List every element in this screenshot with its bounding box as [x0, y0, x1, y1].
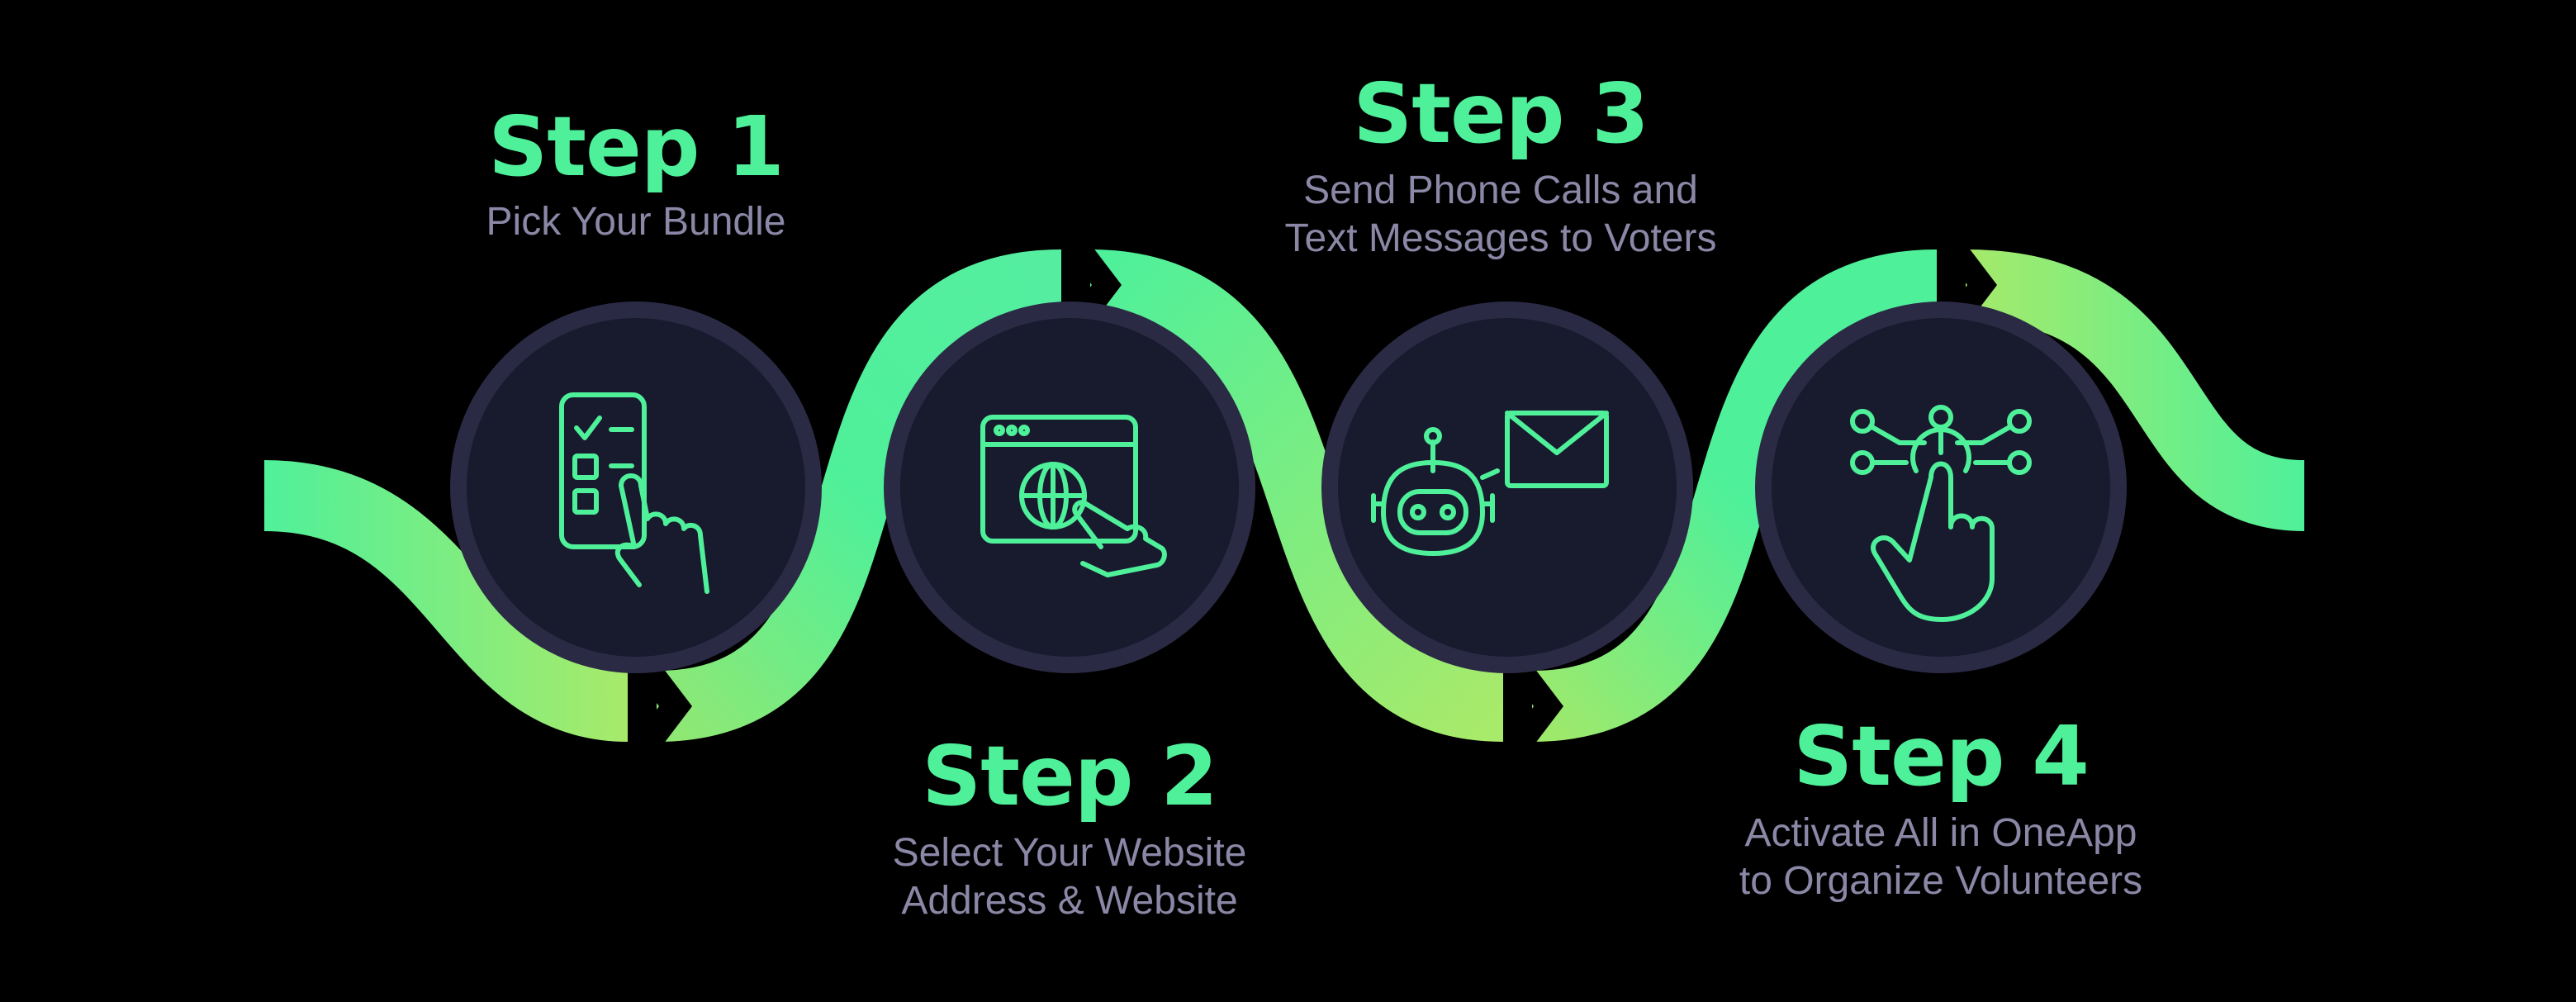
step-2-circle — [900, 318, 1239, 657]
step-3-circle — [1338, 318, 1677, 657]
step-4-description: Activate All in OneApp to Organize Volun… — [1739, 810, 2142, 905]
wave-segment-5 — [1965, 249, 2306, 531]
step-1-circle — [467, 318, 805, 657]
step-2-description-line: Address & Website — [901, 879, 1238, 923]
step-2-description: Select Your Website Address & Website — [893, 829, 1247, 925]
checklist-hand-icon — [559, 392, 709, 594]
step-4-description-line: Activate All in OneApp — [1744, 811, 2137, 855]
step-3-description: Send Phone Calls and Text Messages to Vo… — [1285, 167, 1717, 263]
step-1-description: Pick Your Bundle — [486, 198, 786, 246]
robot-envelope-icon — [1371, 411, 1609, 556]
step-3-description-line: Text Messages to Voters — [1284, 216, 1717, 260]
step-3-description-line: Send Phone Calls and — [1303, 169, 1698, 212]
browser-globe-hand-icon — [980, 415, 1167, 577]
wave-segment-4 — [1531, 249, 1938, 742]
chevron-notch — [1503, 665, 1563, 748]
step-3-title: Step 3 — [1353, 65, 1649, 162]
step-1-description-line: Pick Your Bundle — [486, 200, 786, 244]
step-4-title: Step 4 — [1793, 708, 2090, 805]
step-4-description-line: to Organize Volunteers — [1739, 859, 2143, 903]
step-2-title: Step 2 — [922, 728, 1218, 824]
chevron-notch — [628, 665, 692, 748]
step-2-description-line: Select Your Website — [892, 831, 1247, 875]
wave-segment-2 — [656, 249, 1062, 742]
network-hand-icon — [1850, 405, 2032, 622]
step-4-circle — [1772, 318, 2110, 657]
wave-segment-3 — [1089, 249, 1505, 742]
step-1-title: Step 1 — [488, 98, 785, 195]
wave-segment-1 — [263, 460, 629, 742]
